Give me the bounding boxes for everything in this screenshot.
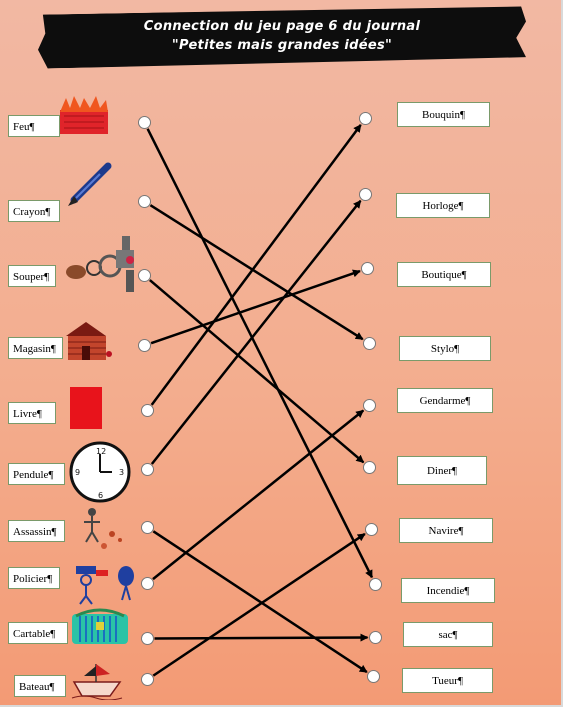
right-dot-navire[interactable]: [365, 523, 378, 536]
book-icon: [70, 387, 102, 429]
right-dot-gendarme[interactable]: [363, 399, 376, 412]
left-dot-pendule[interactable]: [141, 463, 154, 476]
left-dot-feu[interactable]: [138, 116, 151, 129]
food-icon: [66, 236, 134, 292]
right-dot-horloge[interactable]: [359, 188, 372, 201]
left-dot-magasin[interactable]: [138, 339, 151, 352]
right-label-horloge: Horloge¶: [396, 193, 490, 218]
title-line-1: Connection du jeu page 6 du journal: [143, 19, 421, 34]
left-dot-livre[interactable]: [141, 404, 154, 417]
connection-arrow: [146, 128, 374, 579]
right-dot-boutique[interactable]: [361, 262, 374, 275]
left-label-magasin: Magasin¶: [8, 337, 63, 359]
right-label-sac: sac¶: [403, 622, 493, 647]
svg-text:9: 9: [75, 468, 80, 477]
right-label-navire: Navire¶: [399, 518, 493, 543]
right-dot-stylo[interactable]: [363, 337, 376, 350]
title-line-2: "Petites mais grandes idées": [171, 38, 393, 53]
right-label-boutique: Boutique¶: [397, 262, 491, 287]
left-label-livre: Livre¶: [8, 402, 56, 424]
connection-arrow: [154, 633, 369, 642]
connection-arrow: [150, 199, 362, 465]
right-dot-diner[interactable]: [363, 461, 376, 474]
connection-arrow: [150, 124, 362, 406]
svg-text:3: 3: [119, 468, 124, 477]
right-label-diner: Diner¶: [397, 456, 487, 485]
left-dot-policier[interactable]: [141, 577, 154, 590]
connection-arrow: [152, 409, 365, 581]
left-dot-crayon[interactable]: [138, 195, 151, 208]
right-label-tueur: Tueur¶: [402, 668, 493, 693]
left-dot-souper[interactable]: [138, 269, 151, 282]
assassin-icon: [84, 508, 122, 549]
connection-arrow: [150, 269, 361, 345]
schoolbag-icon: [72, 608, 128, 644]
left-label-crayon: Crayon¶: [8, 200, 60, 222]
svg-text:12: 12: [96, 447, 106, 456]
left-label-assassin: Assassin¶: [8, 520, 65, 542]
left-dot-bateau[interactable]: [141, 673, 154, 686]
left-dot-assassin[interactable]: [141, 521, 154, 534]
pen-icon: [68, 162, 112, 206]
right-label-gendarme: Gendarme¶: [397, 388, 493, 413]
clock-icon: 12 3 6 9: [69, 441, 131, 503]
connection-arrow: [149, 204, 364, 341]
right-dot-tueur[interactable]: [367, 670, 380, 683]
police-icon: [76, 566, 134, 605]
left-label-feu: Feu¶: [8, 115, 60, 137]
right-label-incendie: Incendie¶: [401, 578, 495, 603]
left-label-policier: Policier¶: [8, 567, 60, 589]
left-label-bateau: Bateau¶: [14, 675, 66, 697]
connection-arrow: [152, 530, 368, 674]
left-label-souper: Souper¶: [8, 265, 56, 287]
left-label-cartable: Cartable¶: [8, 622, 68, 644]
right-label-stylo: Stylo¶: [399, 336, 491, 361]
connection-arrow: [149, 279, 365, 464]
shop-icon: [66, 322, 112, 360]
right-dot-bouquin[interactable]: [359, 112, 372, 125]
svg-text:6: 6: [98, 491, 103, 500]
left-label-pendule: Pendule¶: [8, 463, 65, 485]
right-dot-incendie[interactable]: [369, 578, 382, 591]
right-label-bouquin: Bouquin¶: [397, 102, 490, 127]
connection-arrow: [152, 532, 366, 677]
boat-icon: [71, 664, 123, 700]
right-dot-sac[interactable]: [369, 631, 382, 644]
fire-icon: [60, 96, 108, 134]
left-dot-cartable[interactable]: [141, 632, 154, 645]
